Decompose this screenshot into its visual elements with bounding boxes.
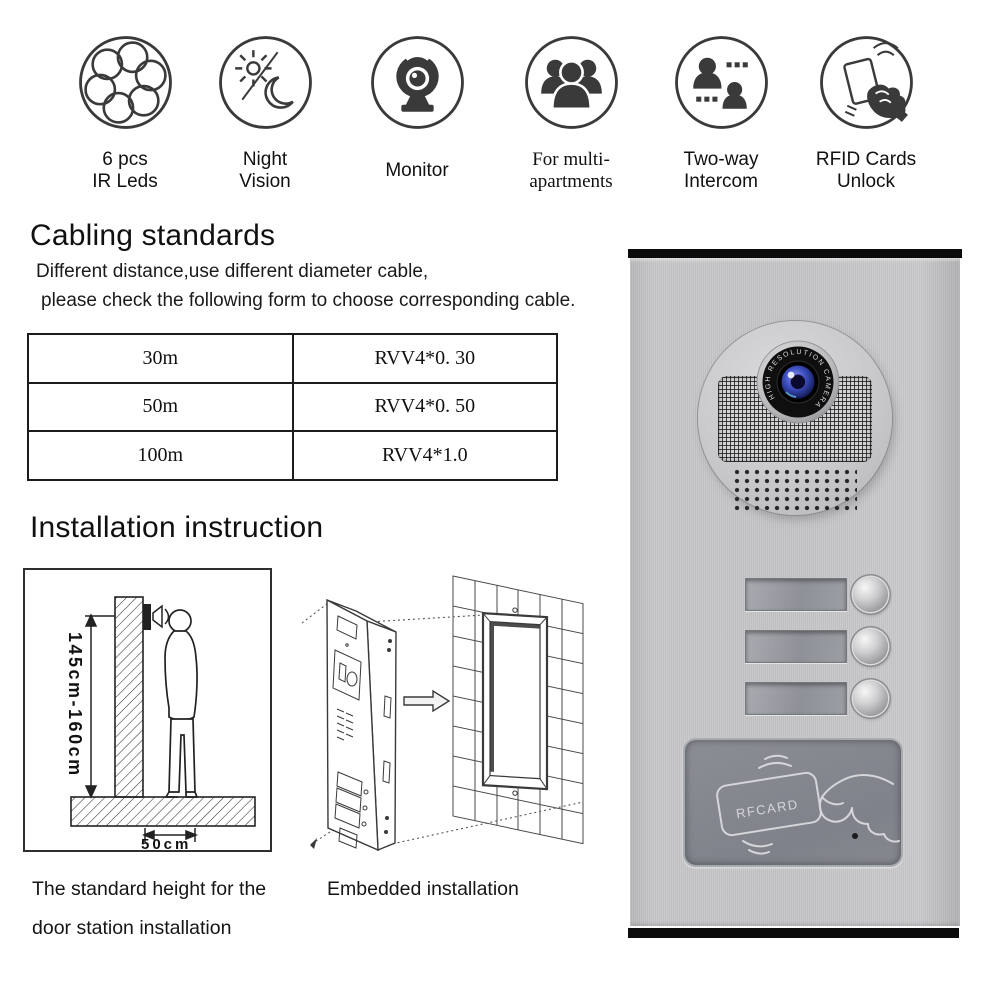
embedded-diagram-drawing bbox=[301, 575, 584, 852]
call-button-row-1 bbox=[745, 577, 895, 612]
camera-lens: HIGH RESOLUTION CAMERA bbox=[756, 340, 840, 424]
feature-label: Monitor bbox=[385, 160, 449, 181]
cable-cell: RVV4*0. 50 bbox=[291, 381, 558, 433]
rfid-reader-zone: RFCARD bbox=[683, 738, 903, 867]
cabling-title: Cabling standards bbox=[30, 219, 276, 252]
feature-label: Two-way bbox=[683, 149, 759, 170]
caption-embedded: Embedded installation bbox=[327, 878, 519, 900]
alignment-dotted-lines bbox=[301, 602, 584, 848]
distance-cell: 100m bbox=[27, 430, 294, 481]
feature-label: Night bbox=[242, 149, 288, 170]
width-label: 50cm bbox=[141, 836, 191, 850]
cabling-desc-line1: Different distance,use different diamete… bbox=[36, 261, 429, 282]
table-row: 100m RVV4*1.0 bbox=[27, 430, 558, 481]
width-dimension-line bbox=[141, 828, 199, 842]
table-row: 50m RVV4*0. 50 bbox=[27, 381, 558, 433]
door-station-photo: HIGH RESOLUTION CAMERA bbox=[628, 249, 964, 941]
embedded-diagram bbox=[300, 566, 620, 872]
call-button-1 bbox=[853, 577, 888, 612]
device-top-bar bbox=[628, 249, 962, 258]
cable-cell: RVV4*0. 30 bbox=[291, 333, 558, 384]
multi-apartments-icon bbox=[524, 36, 618, 129]
distance-cell: 30m bbox=[27, 333, 294, 384]
height-diagram: 145cm-160cm 50cm bbox=[23, 568, 272, 853]
height-range-label: 145cm-160cm bbox=[65, 632, 85, 778]
ir-leds-icon bbox=[78, 36, 172, 129]
feature-label: For multi- bbox=[532, 149, 610, 170]
speaker-holes bbox=[733, 468, 857, 512]
nameplate-1 bbox=[745, 578, 847, 611]
rfid-led-dot bbox=[852, 833, 858, 839]
monitor-icon bbox=[370, 36, 464, 129]
door-station-on-wall-icon bbox=[143, 604, 170, 630]
height-diagram-drawing: 145cm-160cm 50cm bbox=[65, 596, 256, 853]
nameplate-2 bbox=[745, 630, 847, 663]
cable-cell: RVV4*1.0 bbox=[291, 430, 558, 481]
feature-monitor: Monitor bbox=[342, 35, 492, 182]
call-button-3 bbox=[853, 681, 888, 716]
door-station-3d bbox=[326, 598, 397, 852]
rfid-unlock-icon bbox=[819, 36, 913, 129]
call-button-2 bbox=[853, 629, 888, 664]
night-vision-icon bbox=[218, 36, 312, 129]
caption-height-line2: door station installation bbox=[32, 917, 232, 939]
rfid-graphic: RFCARD bbox=[716, 754, 900, 855]
distance-cell: 50m bbox=[27, 381, 294, 433]
floor-slab bbox=[70, 796, 256, 827]
wall-post bbox=[114, 596, 144, 798]
height-dimension-line bbox=[84, 613, 115, 799]
door-station-3d-details bbox=[332, 615, 392, 849]
cabling-desc-line2: please check the following form to choos… bbox=[41, 290, 576, 311]
rfid-card-label: RFCARD bbox=[735, 796, 800, 821]
feature-label: 6 pcs bbox=[102, 149, 148, 170]
two-way-intercom-icon bbox=[674, 36, 768, 129]
caption-height-line1: The standard height for the bbox=[32, 878, 267, 900]
feature-label: RFID Cards bbox=[815, 149, 917, 170]
person-figure bbox=[164, 609, 199, 798]
device-metal-panel: HIGH RESOLUTION CAMERA bbox=[630, 258, 960, 926]
insert-arrow-icon bbox=[403, 689, 451, 713]
feature-multi-apartments: For multi-apartments bbox=[496, 35, 646, 193]
table-row: 30m RVV4*0. 30 bbox=[27, 333, 558, 384]
mounting-frame bbox=[481, 607, 549, 796]
installation-title: Installation instruction bbox=[30, 511, 324, 544]
call-button-row-3 bbox=[745, 681, 895, 716]
device-bottom-bar bbox=[628, 928, 959, 938]
call-button-row-2 bbox=[745, 629, 895, 664]
cable-table: 30m RVV4*0. 30 50m RVV4*0. 50 100m RVV4*… bbox=[27, 333, 558, 481]
nameplate-3 bbox=[745, 682, 847, 715]
